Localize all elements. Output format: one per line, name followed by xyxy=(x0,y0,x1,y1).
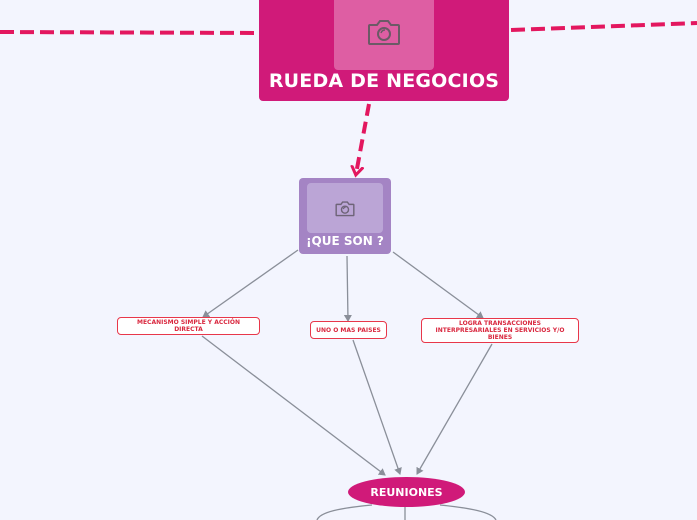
leaf-node-mecanismo[interactable]: MECANISMO SIMPLE Y ACCIÓN DIRECTA xyxy=(117,317,260,335)
link-leaf3-to-reuniones xyxy=(416,343,493,475)
camera-icon xyxy=(368,20,400,45)
leaf-label: LOGRA TRANSACCIONES INTERPRESARIALES EN … xyxy=(435,320,565,341)
leaf-label: MECANISMO SIMPLE Y ACCIÓN DIRECTA xyxy=(136,319,241,333)
root-node-rueda-de-negocios[interactable]: RUEDA DE NEGOCIOS xyxy=(259,0,509,101)
leaf-label: UNO O MAS PAISES xyxy=(316,326,381,334)
root-title: RUEDA DE NEGOCIOS xyxy=(268,70,500,92)
reuniones-label: REUNIONES xyxy=(370,485,443,499)
link-que-to-leaf2 xyxy=(343,255,352,322)
link-reuniones-child-right xyxy=(439,504,497,520)
link-que-to-leaf3 xyxy=(392,251,484,319)
que-son-image-placeholder[interactable] xyxy=(307,183,383,233)
node-reuniones[interactable]: REUNIONES xyxy=(348,477,465,507)
node-que-son[interactable]: ¡QUE SON ? xyxy=(299,178,391,254)
root-image-placeholder[interactable] xyxy=(334,0,434,70)
que-son-title: ¡QUE SON ? xyxy=(306,234,384,248)
dashed-link-root-to-que xyxy=(356,103,371,174)
leaf-node-logra-transacciones[interactable]: LOGRA TRANSACCIONES INTERPRESARIALES EN … xyxy=(421,318,579,343)
link-que-to-leaf1 xyxy=(202,249,299,318)
dashed-link-right xyxy=(510,21,697,32)
camera-icon xyxy=(335,200,355,216)
link-leaf1-to-reuniones xyxy=(201,335,386,476)
link-leaf2-to-reuniones xyxy=(352,339,402,475)
link-reuniones-child-left xyxy=(316,504,373,520)
dashed-link-left xyxy=(0,30,260,35)
leaf-node-uno-o-mas-paises[interactable]: UNO O MAS PAISES xyxy=(310,321,387,339)
